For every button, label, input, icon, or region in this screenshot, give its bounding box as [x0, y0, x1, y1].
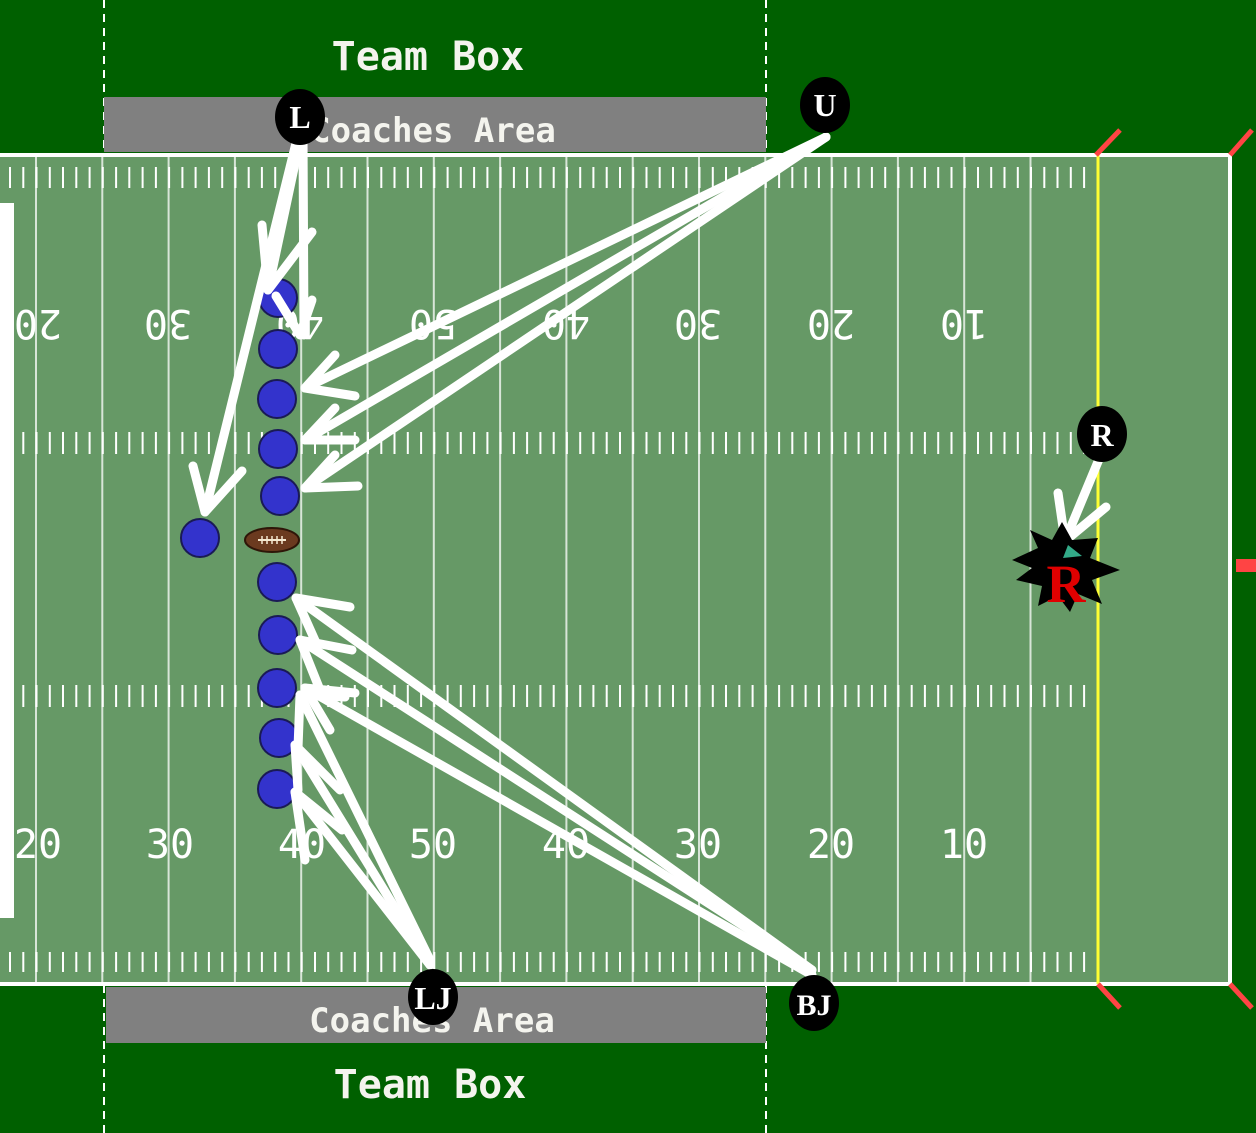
official-label: L: [289, 99, 310, 135]
official-label: U: [813, 87, 836, 123]
player: [259, 616, 297, 654]
yard-number: 30: [146, 822, 194, 868]
player: [259, 330, 297, 368]
player: [258, 563, 296, 601]
player: [258, 380, 296, 418]
player: [258, 770, 296, 808]
yard-number: 30: [674, 300, 722, 346]
team-box-label-top: Team Box: [332, 34, 525, 80]
yard-number: 20: [807, 822, 855, 868]
official-label: BJ: [796, 989, 831, 1022]
yard-number: 50: [409, 822, 457, 868]
yard-number: 20: [807, 300, 855, 346]
referee-flag-label: R: [1047, 554, 1087, 614]
official-label: R: [1090, 417, 1114, 453]
official-bj[interactable]: BJ: [789, 975, 839, 1031]
left-edge-marker: [0, 203, 14, 918]
player: [261, 477, 299, 515]
yard-number: 10: [940, 300, 988, 346]
official-lj[interactable]: LJ: [408, 969, 458, 1025]
official-u[interactable]: U: [800, 77, 850, 133]
official-r[interactable]: R: [1077, 406, 1127, 462]
team-box-label-bottom: Team Box: [334, 1062, 527, 1108]
player: [259, 430, 297, 468]
yard-number: 20: [14, 822, 62, 868]
yard-number: 20: [14, 300, 62, 346]
coaches-area-label-top: Coaches Area: [310, 111, 556, 151]
football: [245, 528, 299, 552]
official-label: LJ: [414, 980, 451, 1016]
yard-number: 10: [940, 822, 988, 868]
pylon: [1236, 559, 1256, 572]
player: [258, 669, 296, 707]
official-l[interactable]: L: [275, 89, 325, 145]
yard-number: 30: [144, 300, 192, 346]
yard-number: 30: [674, 822, 722, 868]
player: [181, 519, 219, 557]
